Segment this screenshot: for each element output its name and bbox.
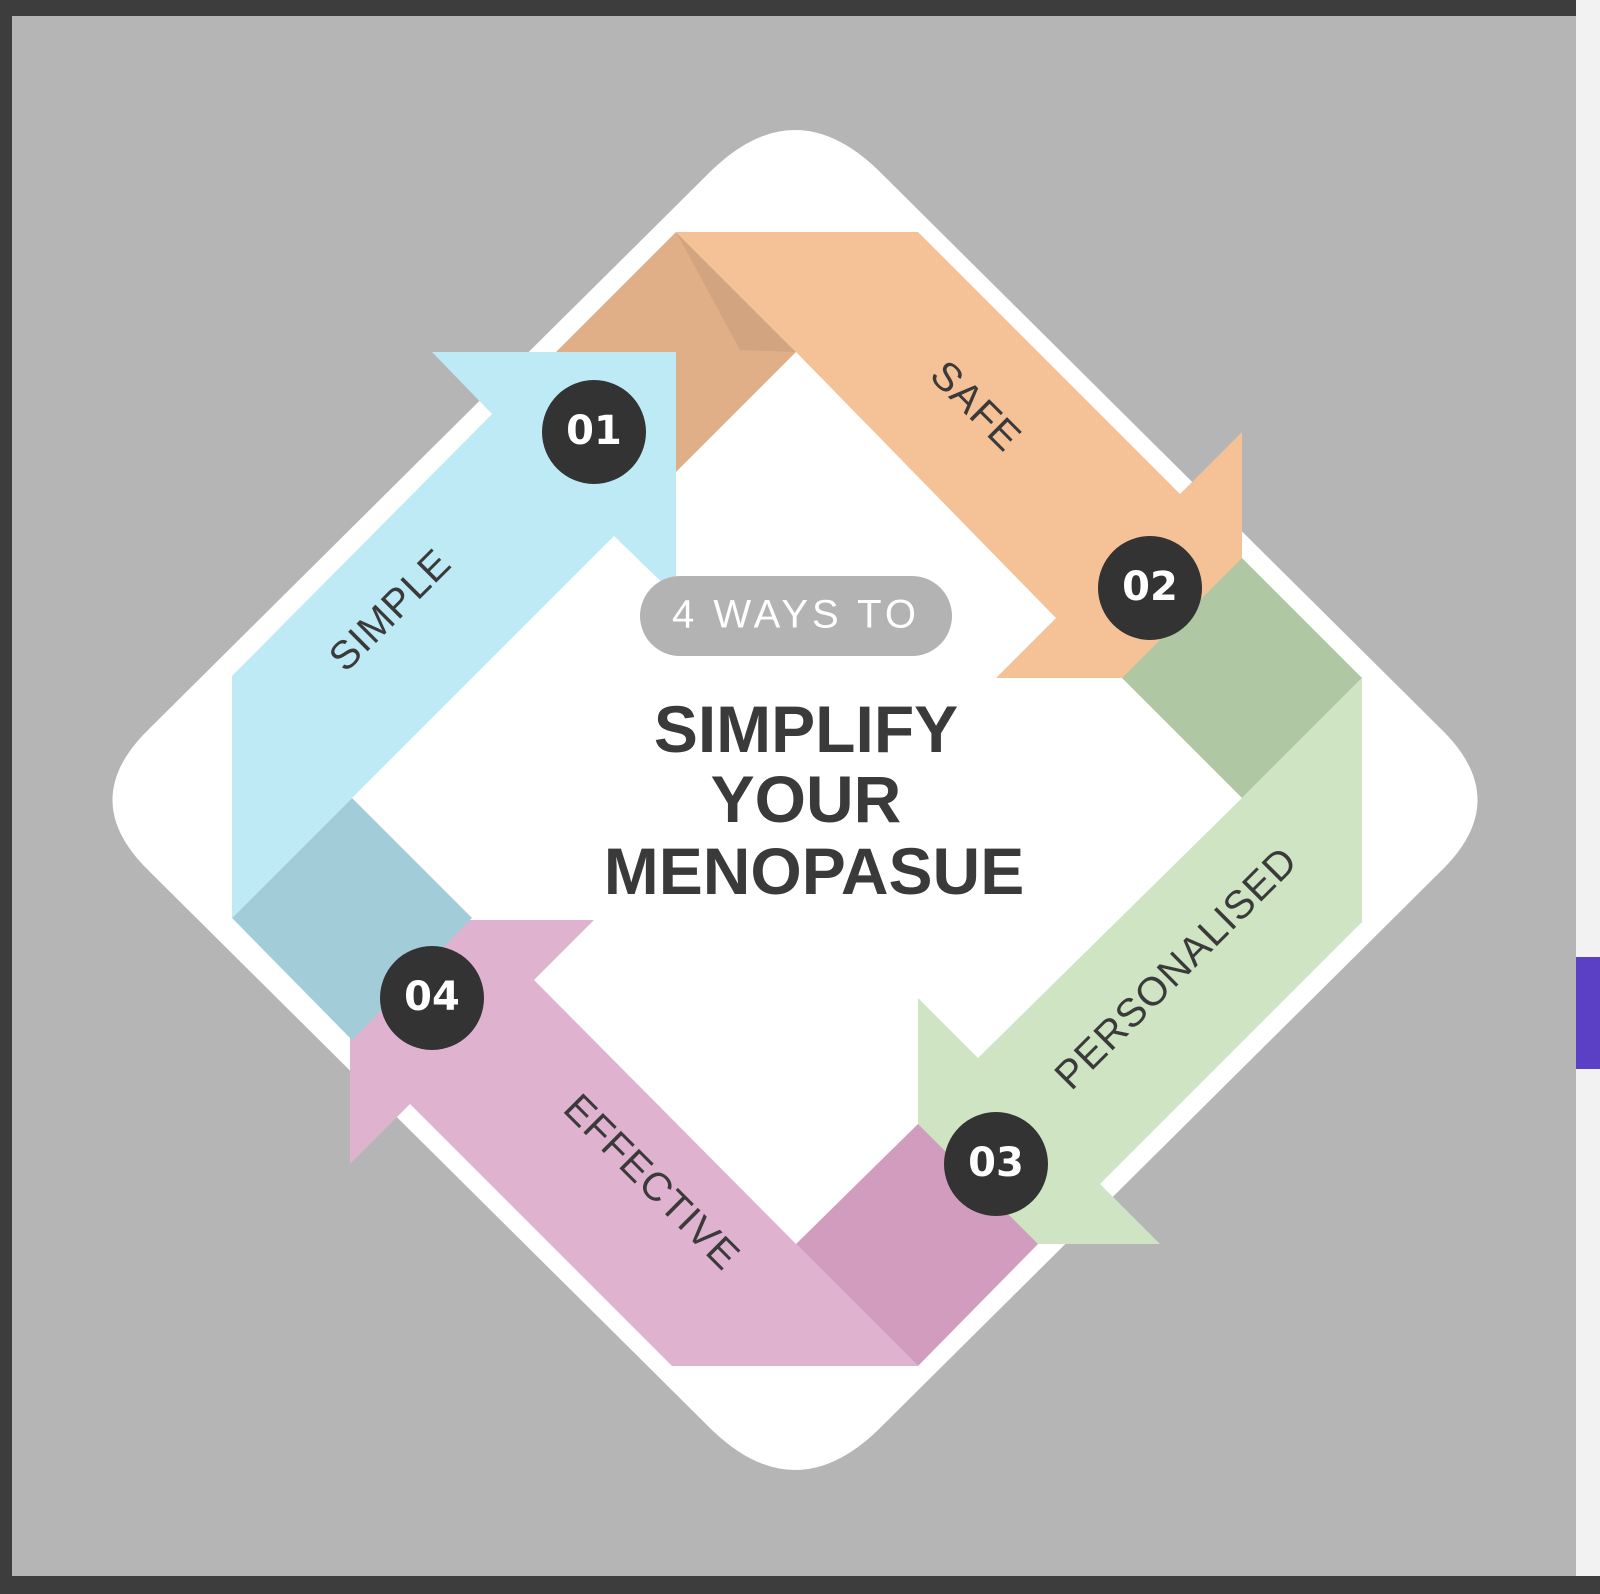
step-03-number: 03 [968,1140,1024,1186]
subtitle-pill-bg [640,576,952,656]
step-02-number: 02 [1122,564,1178,610]
step-01-badge: 01 [542,380,646,484]
frame-accent [1576,957,1600,1069]
title-line-1: SIMPLIFY [654,692,958,766]
title-line-2: YOUR [711,762,902,836]
right-frame-edge [1576,0,1600,1594]
step-02-badge-circle [1098,536,1202,640]
step-04-badge-circle [380,946,484,1050]
step-03-badge: 03 [944,1112,1048,1216]
step-04-badge: 04 [380,946,484,1050]
step-03-badge-circle [944,1112,1048,1216]
subtitle: 4 WAYS TO [672,593,920,637]
step-01-fold [232,798,472,1040]
step-04-number: 04 [404,974,460,1020]
step-01-number: 01 [566,408,622,454]
bottom-frame-edge [0,1576,1600,1594]
step-01-arrow [232,352,676,1040]
step-01-band [232,352,676,918]
subtitle-pill: 4 WAYS TO [640,576,952,656]
title-line-3: MENOPASUE [604,834,1025,908]
step-01-badge-circle [542,380,646,484]
step-02-badge: 02 [1098,536,1202,640]
step-04-band [350,920,918,1366]
step-03-band [918,678,1362,1244]
step-02-band [676,232,1242,678]
